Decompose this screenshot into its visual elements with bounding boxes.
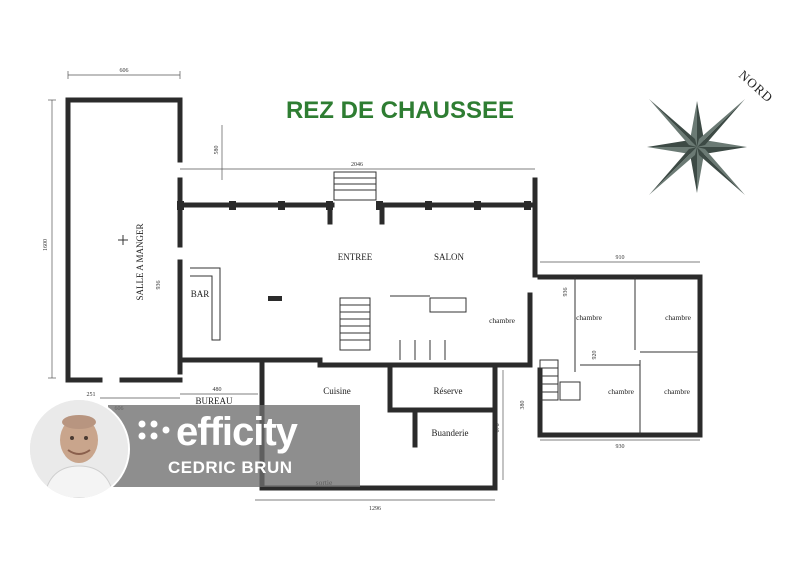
room-label-bar: BAR [191, 289, 210, 299]
walls [65, 97, 703, 491]
bar-counter [118, 235, 467, 341]
dimension-label: 930 [616, 444, 625, 450]
brand-logo: efficity [136, 410, 298, 454]
room-label-chambre: chambre [489, 316, 515, 325]
room-label-chambre: chambre [665, 313, 691, 322]
wall-posts [177, 201, 531, 301]
brand-dots-icon [138, 420, 170, 440]
dimension-label: 380 [520, 401, 526, 410]
dimension-label: 606 [120, 68, 129, 74]
plan-title: REZ DE CHAUSSEE [286, 97, 514, 124]
compass-rose-icon [647, 99, 747, 195]
room-label-bureau: BUREAU [195, 396, 233, 406]
room-label-buanderie: Buanderie [432, 428, 469, 438]
dimension-label: 676 [495, 424, 501, 433]
room-label-entree: ENTREE [338, 252, 373, 262]
agent-band [108, 405, 360, 487]
dimension-label: 910 [616, 255, 625, 261]
dimension-label: 1600 [43, 239, 49, 251]
room-label-chambre: chambre [576, 313, 602, 322]
agent-name: CEDRIC BRUN [168, 458, 293, 477]
staircase [333, 171, 581, 401]
dimension-label: 936 [563, 288, 569, 297]
dimension-label: 936 [156, 281, 162, 290]
dimension-label: 580 [214, 146, 220, 155]
brand-name: efficity [176, 410, 298, 454]
compass-label: NORD [736, 67, 776, 105]
room-label-cuisine: Cuisine [323, 386, 351, 396]
dimension-label: 480 [213, 387, 222, 393]
room-label-chambre: chambre [664, 387, 690, 396]
room-label-chambre: chambre [608, 387, 634, 396]
room-label-reserve: Réserve [434, 386, 463, 396]
dimension-label: 2046 [351, 162, 363, 168]
dimension-lines [48, 71, 700, 501]
dimension-label: 920 [592, 351, 598, 360]
dimension-label: 251 [87, 392, 96, 398]
room-label-salon: SALON [434, 252, 465, 262]
agent-avatar [28, 398, 130, 500]
dimension-label: 1296 [369, 506, 381, 512]
room-label-salle-a-manger: SALLE A MANGER [135, 223, 145, 300]
agent-badge: efficity CEDRIC BRUN [28, 398, 360, 500]
